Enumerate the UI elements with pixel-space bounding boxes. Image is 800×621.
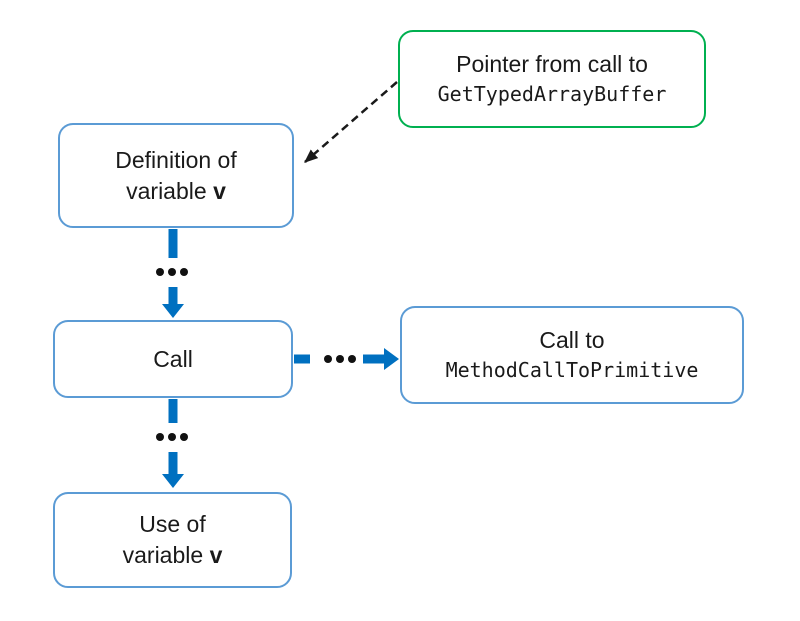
ellipsis-dot [324, 355, 332, 363]
ellipsis-dot [168, 433, 176, 441]
ellipsis-dot [156, 268, 164, 276]
use-variable-name: v [209, 542, 223, 568]
call-label: Call [153, 345, 193, 372]
definition-line2: variable v [126, 176, 226, 207]
definition-node: Definition of variable v [58, 123, 294, 228]
ellipsis-dot [168, 268, 176, 276]
ellipsis-dot [156, 433, 164, 441]
pointer-note-line1: Pointer from call to [456, 51, 648, 77]
ellipsis-dots-definition-call [156, 268, 188, 276]
use-line1: Use of [139, 511, 206, 537]
call-to-use-arrowhead [162, 474, 184, 488]
ellipsis-dots-call-use [156, 433, 188, 441]
ellipsis-dot [180, 268, 188, 276]
definition-to-call-arrowhead [162, 304, 184, 318]
ellipsis-dot [180, 433, 188, 441]
use-line2-text: variable [122, 542, 204, 568]
definition-variable-name: v [213, 177, 226, 204]
ellipsis-dot [336, 355, 344, 363]
ellipsis-dot [348, 355, 356, 363]
use-line2: variable v [123, 540, 223, 571]
method-call-node: Call to MethodCallToPrimitive [400, 306, 744, 404]
dashed-pointer-arrow [304, 81, 398, 163]
call-to-method-arrowhead [384, 348, 399, 370]
pointer-note-node: Pointer from call to GetTypedArrayBuffer [398, 30, 706, 128]
pointer-note-function-name: GetTypedArrayBuffer [437, 82, 667, 106]
call-node: Call [53, 320, 293, 398]
method-call-line1: Call to [539, 327, 605, 353]
ellipsis-dots-call-method [324, 355, 356, 363]
definition-line2-text: variable [126, 177, 207, 204]
definition-line1: Definition of [115, 146, 237, 173]
use-node: Use of variable v [53, 492, 292, 588]
method-call-function-name: MethodCallToPrimitive [445, 358, 699, 382]
